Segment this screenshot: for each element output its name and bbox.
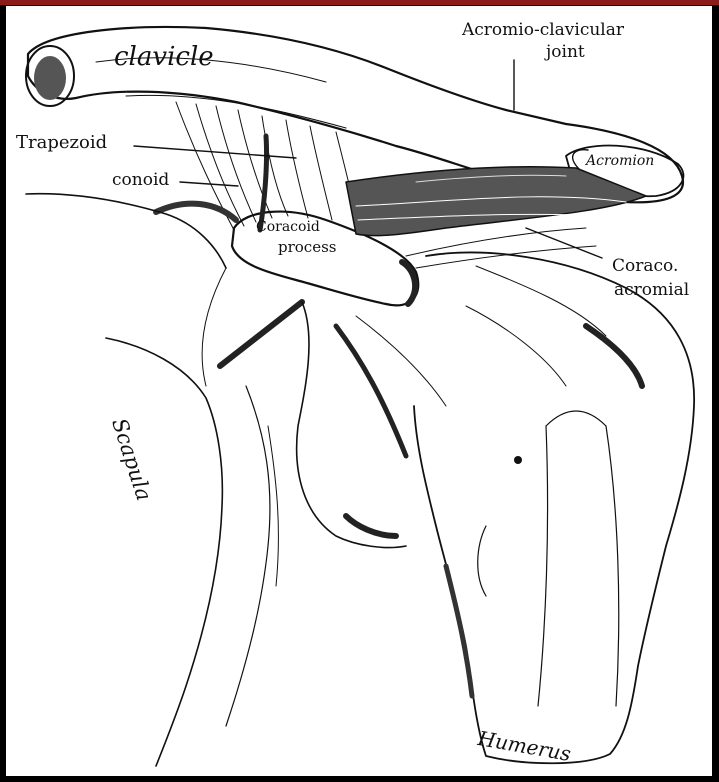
shoulder-drawing (6, 6, 712, 776)
label-coracoid-line2: process (278, 240, 336, 255)
label-ac-joint-line1: Acromio-clavicular (462, 22, 624, 39)
label-acromion: Acromion (586, 154, 654, 168)
glenoid-region (297, 302, 446, 548)
label-conoid: conoid (112, 172, 169, 189)
humerus-bone (414, 253, 694, 764)
label-coracoid-line1: Coracoid (256, 220, 320, 234)
label-coraco-acromial-line1: Coraco. (612, 258, 678, 275)
coracoclavicular-ligaments (156, 102, 358, 230)
scapula-bone (26, 194, 302, 766)
label-ac-joint-line2: joint (546, 44, 585, 61)
label-trapezoid: Trapezoid (16, 134, 107, 152)
illustration-panel: clavicle Acromio-clavicular joint Trapez… (6, 6, 712, 776)
label-coraco-acromial-line2: acromial (614, 282, 689, 299)
label-clavicle: clavicle (114, 44, 214, 70)
accent-bar (0, 0, 719, 5)
